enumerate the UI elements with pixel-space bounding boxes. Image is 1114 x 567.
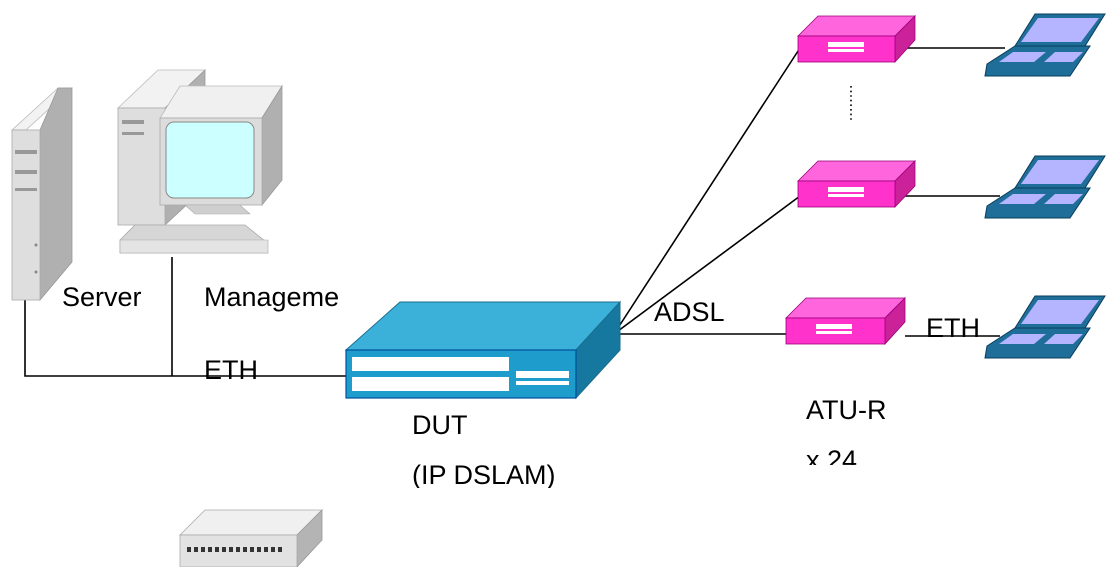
atu-r-count-label: x 24 bbox=[806, 447, 858, 465]
server-tower-icon bbox=[10, 87, 74, 302]
adsl-line-top bbox=[613, 47, 801, 335]
adsl-line-middle bbox=[613, 195, 801, 335]
eth-label-right: ETH bbox=[926, 313, 980, 343]
laptop-icon bbox=[984, 155, 1106, 219]
laptop-icon bbox=[984, 295, 1106, 359]
eth-link-left bbox=[24, 250, 346, 377]
laptop-icon bbox=[984, 13, 1106, 77]
dut-subtitle-label: (IP DSLAM) bbox=[412, 462, 556, 488]
adsl-label: ADSL bbox=[654, 297, 725, 327]
dslam-device-icon bbox=[344, 300, 622, 400]
eth-label-left: ETH bbox=[204, 355, 258, 385]
atu-r-modem-icon bbox=[797, 160, 916, 208]
atu-r-modem-icon bbox=[785, 297, 906, 346]
dut-label: DUT bbox=[412, 410, 468, 440]
ethernet-hub-icon bbox=[179, 509, 323, 567]
management-label: Manageme bbox=[204, 282, 340, 312]
atu-r-modem-icon bbox=[797, 15, 916, 64]
atu-r-label: ATU-R bbox=[806, 395, 887, 425]
connections bbox=[24, 47, 1005, 377]
desktop-pc-icon bbox=[116, 69, 283, 254]
server-label: Server bbox=[62, 282, 142, 312]
